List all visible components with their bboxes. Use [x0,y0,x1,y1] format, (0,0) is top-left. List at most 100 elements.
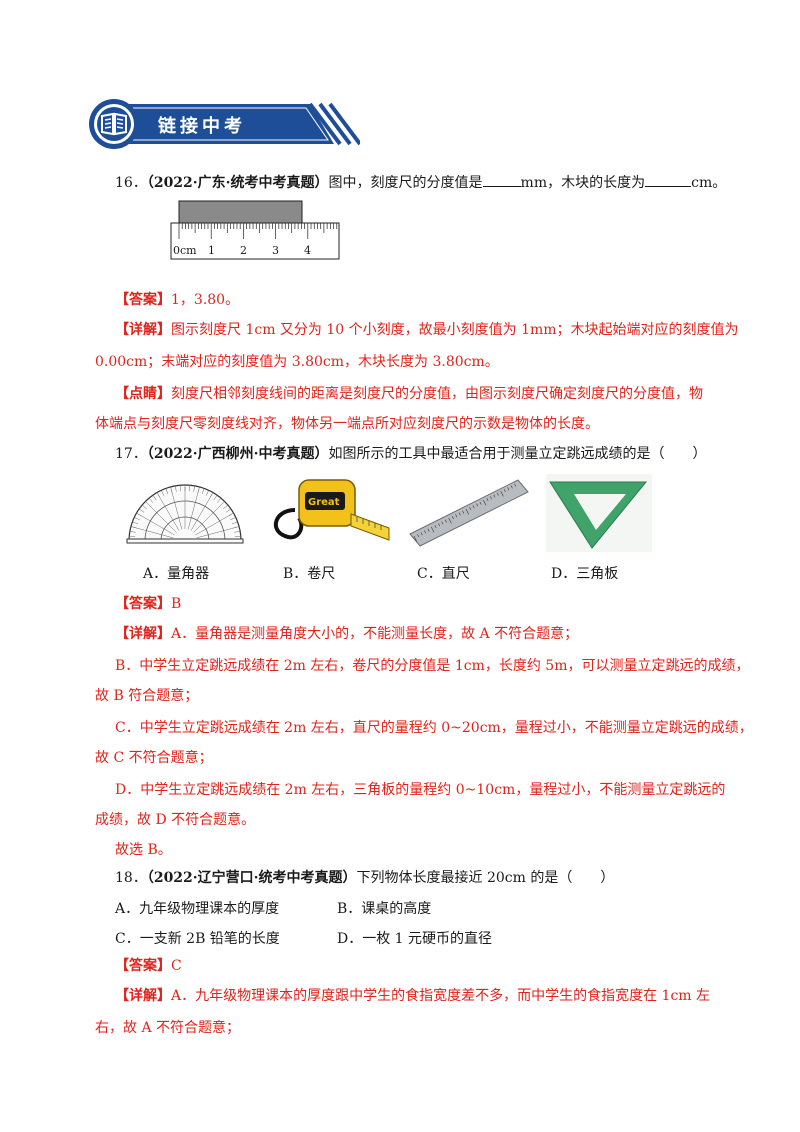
question-text: 下列物体长度最接近 20cm 的是（ ） [356,870,615,886]
protractor-tick [179,485,181,492]
protractor-tick [213,494,218,501]
protractor-tick [223,504,229,510]
steel-ruler-tick [469,507,472,511]
steel-ruler-tick [483,499,487,506]
ruler-label: 1 [208,244,215,257]
option-a: A．量角器 [143,566,210,582]
protractor-tick [136,512,142,517]
detail-text: D．中学生立定跳远成绩在 2m 左右，三角板的量程约 0~10cm，量程过小，不… [115,782,726,798]
question-number: 17． [115,446,147,462]
detail-17-d1: D．中学生立定跳远成绩在 2m 左右，三角板的量程约 0~10cm，量程过小，不… [115,780,725,800]
protractor-tick [156,492,161,498]
question-number: 18． [115,870,147,886]
steel-ruler-tick [417,534,420,538]
protractor-tick [165,488,169,495]
protractor-ray [138,513,175,536]
tape-measure-image: Great [265,470,395,552]
protractor-tick [225,508,232,513]
comment-16-line1: 【点睛】刻度尺相邻刻度线间的距离是刻度尺的分度值，由图示刻度尺确定刻度尺的分度值… [115,384,703,404]
answer-18: 【答案】C [115,956,182,976]
detail-text: A．量角器是测量角度大小的，不能测量长度，故 A 不符合题意； [171,626,579,642]
steel-ruler-tick [434,525,437,529]
answer-blank [645,172,692,187]
steel-ruler-tick [476,503,479,507]
steel-ruler-tick [441,521,444,525]
steel-ruler-tick [458,512,461,516]
protractor-tick [216,497,222,503]
detail-17-c2: 故 C 不符合题意； [95,748,213,768]
protractor-ray [193,502,224,533]
protractor-ray [196,526,238,539]
steel-ruler-tick [437,523,440,527]
question-text: mm，木块的长度为 [520,175,646,191]
comment-16-line2: 体端点与刻度尺零刻度线对齐，物体另一端点所对应刻度尺的示数是物体的长度。 [95,414,599,434]
steel-ruler-tick [507,487,510,491]
protractor-tick [132,521,139,525]
protractor-tick [231,521,238,525]
option-d: D．三角板 [551,566,619,582]
protractor-tick [220,501,225,506]
ruler-label: 0cm [173,244,197,257]
protractor-tick [189,485,191,492]
steel-ruler-tick [462,510,465,514]
protractor-tick [234,531,241,533]
steel-ruler-tick [514,483,517,487]
steel-ruler-tick [413,535,417,542]
protractor-tick [197,486,200,493]
steel-ruler-tick [427,528,430,532]
question-number: 16． [115,175,147,191]
ruler-label: 3 [272,244,279,257]
protractor-tick [201,488,205,495]
detail-tag: 【详解】 [115,988,171,1004]
ruler-ticks [178,223,338,239]
question-17: 17．（2022·广西柳州·中考真题）如图所示的工具中最适合用于测量立定跳远成绩… [115,444,707,464]
question-source: （2022·广西柳州·中考真题） [146,446,329,462]
protractor-tick [175,485,177,492]
section-banner: 链接中考 [88,98,362,150]
steel-ruler-tick [500,490,504,497]
protractor-tick [138,508,145,513]
steel-ruler-tick [431,526,435,533]
detail-text: 成绩，故 D 不符合题意。 [95,812,256,828]
protractor-ray [170,488,183,530]
steel-ruler-tick [448,517,452,524]
protractor-ray [157,494,180,531]
protractor-ray [190,494,213,531]
detail-17-b2: 故 B 符合题意； [95,686,198,706]
option-c: C．一支新 2B 铅笔的长度 [115,931,280,947]
ruler-label: 4 [304,244,311,257]
detail-18-a1: 【详解】A．九年级物理课本的厚度跟中学生的食指宽度差不多，而中学生的食指宽度在 … [115,986,710,1006]
protractor-tick [228,512,234,517]
detail-17-a: 【详解】A．量角器是测量角度大小的，不能测量长度，故 A 不符合题意； [115,624,578,644]
protractor-tick [148,497,154,503]
steel-ruler-tick [486,498,489,502]
question-source: （2022·广东·统考中考真题） [146,175,329,191]
detail-17-c1: C．中学生立定跳远成绩在 2m 左右，直尺的量程约 0~20cm，量程过小，不能… [115,718,753,738]
option-d: D．一枚 1 元硬币的直径 [337,931,493,947]
wood-block [178,200,303,224]
protractor-ray [146,502,177,533]
option-c: C．直尺 [417,566,470,582]
option-b: B．课桌的高度 [337,901,432,917]
protractor-tick [170,486,173,493]
detail-text: 右，故 A 不符合题意； [95,1020,241,1036]
protractor-tick [205,490,209,496]
comment-text: 刻度尺相邻刻度线间的距离是刻度尺的分度值，由图示刻度尺确定刻度尺的分度值，物 [171,386,703,402]
steel-ruler-tick [493,494,496,498]
protractor-tick [209,492,214,498]
detail-text: 0.00cm；末端对应的刻度值为 3.80cm，木块长度为 3.80cm。 [95,354,499,370]
detail-17-d2: 成绩，故 D 不符合题意。 [95,810,255,830]
steel-ruler-tick [465,508,469,515]
detail-text: 图示刻度尺 1cm 又分为 10 个小刻度，故最小刻度值为 1mm；木块起始端对… [171,322,739,338]
question-text: 如图所示的工具中最适合用于测量立定跳远成绩的是（ ） [328,446,707,462]
answer-tag: 【答案】 [115,958,171,974]
detail-18-a2: 右，故 A 不符合题意； [95,1018,240,1038]
detail-text: B．中学生立定跳远成绩在 2m 左右，卷尺的分度值是 1cm，长度约 5m，可以… [115,658,750,674]
steel-ruler-tick [451,516,454,520]
steel-ruler-tick [503,489,506,493]
question-18: 18．（2022·辽宁营口·统考中考真题）下列物体长度最接近 20cm 的是（ … [115,868,614,888]
protractor-ray [187,488,200,530]
detail-text: A．九年级物理课本的厚度跟中学生的食指宽度差不多，而中学生的食指宽度在 1cm … [171,988,711,1004]
detail-16-line2: 0.00cm；末端对应的刻度值为 3.80cm，木块长度为 3.80cm。 [95,352,499,372]
